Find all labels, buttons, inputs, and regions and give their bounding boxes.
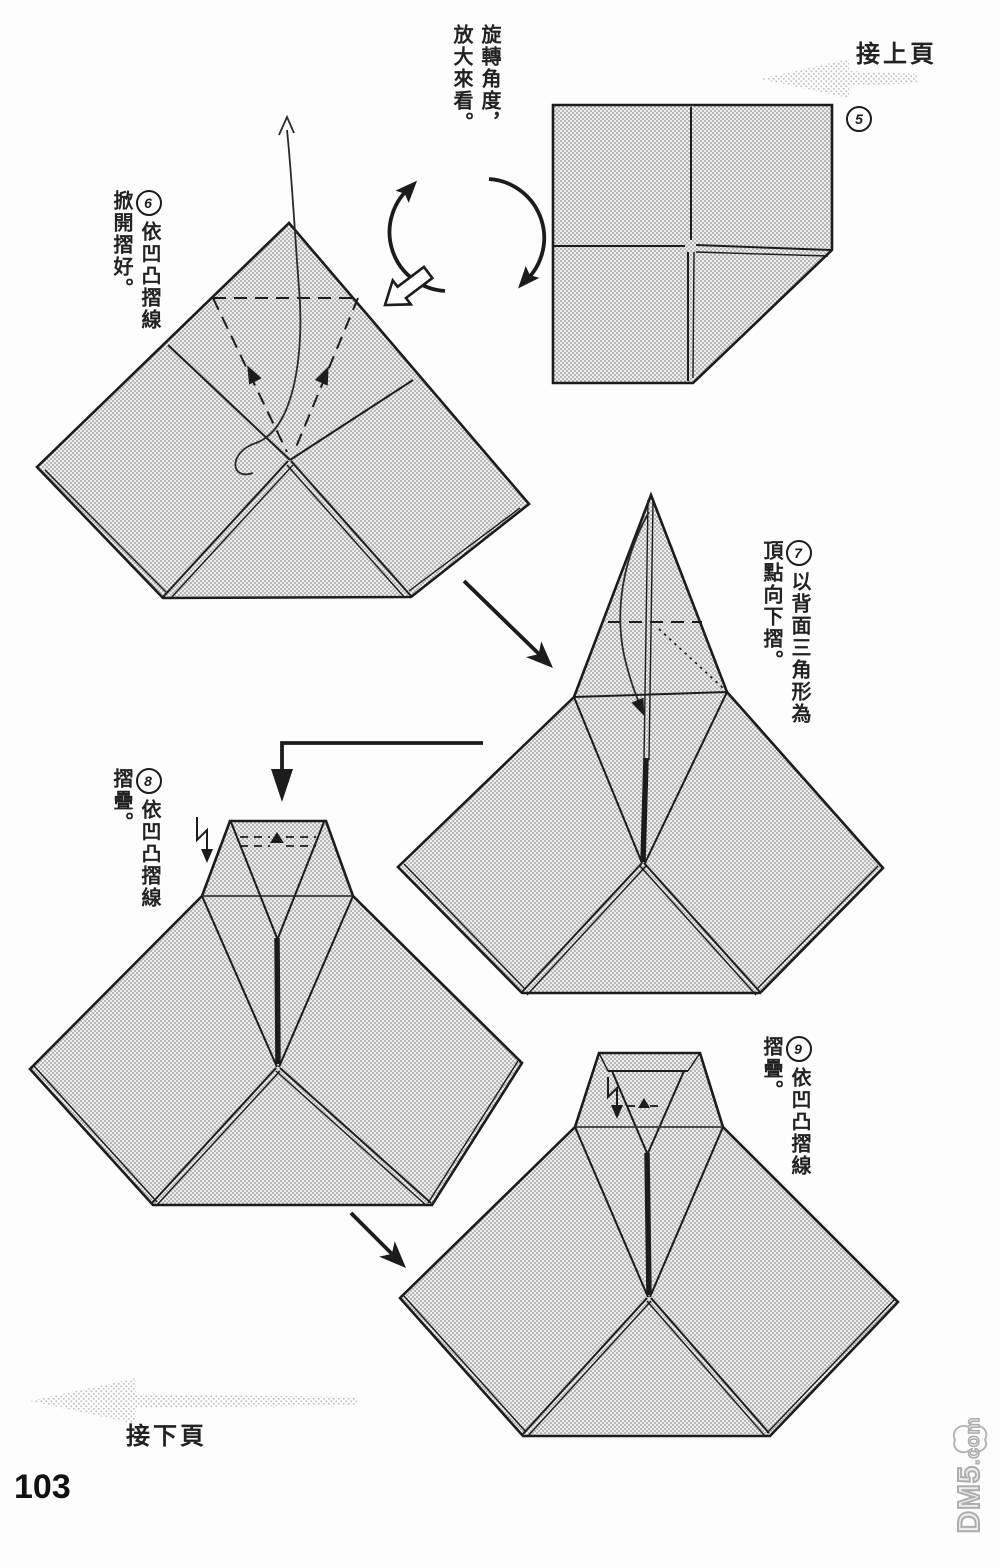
step-6-label-line1: 6依凹凸摺線 [135,190,162,331]
step-6-label: 6依凹凸摺線 掀開摺好。 [106,190,163,331]
pleat-fold-arrow-icon [196,817,213,863]
enlarge-arrow-icon [383,265,435,307]
step-7-label: 7以背面三角形為 頂點向下摺。 [756,540,813,725]
step-8-label-line1: 8依凹凸摺線 [135,768,162,909]
next-page-label: 接下頁 [126,1423,207,1450]
step-8-label-line2: 摺疊。 [110,768,132,834]
fold-down-curve-arrow-icon [619,511,650,716]
step-8-diagram [28,817,524,1207]
rotate-icon [387,177,547,293]
flow-arrow-8-9-icon [349,1211,406,1268]
step-7-label-line1: 7以背面三角形為 [785,540,812,725]
flow-connector-7-8-icon [271,741,483,802]
step-8-label: 8依凹凸摺線 摺疊。 [106,768,163,909]
page-number: 103 [14,1468,71,1506]
step-9-diagram [398,1051,900,1438]
step-6-label-line2: 掀開摺好。 [110,190,132,300]
step-5-number: 5 [846,106,872,132]
step-7-label-line2: 頂點向下摺。 [760,540,782,672]
rotate-note: 旋轉角度， 放大來看。 [446,24,503,134]
step-6-number: 6 [136,190,162,216]
step-7-number: 7 [786,540,812,566]
watermark-mascot-icon [952,1424,988,1454]
watermark-main: DM5 [950,1464,987,1534]
watermark-suffix: .com [962,1416,985,1466]
step-9-label-line2: 摺疊。 [760,1036,782,1102]
step-8-number: 8 [136,768,162,794]
next-page-arrow-icon [30,1378,357,1424]
prev-page-arrow-icon [760,59,917,98]
prev-page-label: 接上頁 [856,41,937,68]
pleat-dash-arrow [240,832,316,847]
rotate-note-line2: 放大來看。 [450,24,472,134]
rotate-note-line1: 旋轉角度， [478,24,500,134]
step-9-label: 9依凹凸摺線 摺疊。 [756,1036,813,1177]
watermark: DM5.com [950,1395,995,1555]
flow-arrow-6-7-icon [462,579,553,668]
step-9-label-line1: 9依凹凸摺線 [785,1036,812,1177]
step-9-number: 9 [786,1036,812,1062]
step-7-diagram [396,491,885,996]
fold-dashed-lines [212,297,359,453]
pleat-dash-arrow [627,1098,661,1108]
pleat-fold-arrow-icon [607,1077,623,1119]
lift-curve-arrow-icon [234,114,302,476]
step-5-diagram [551,103,834,385]
step-6-diagram [35,114,531,600]
